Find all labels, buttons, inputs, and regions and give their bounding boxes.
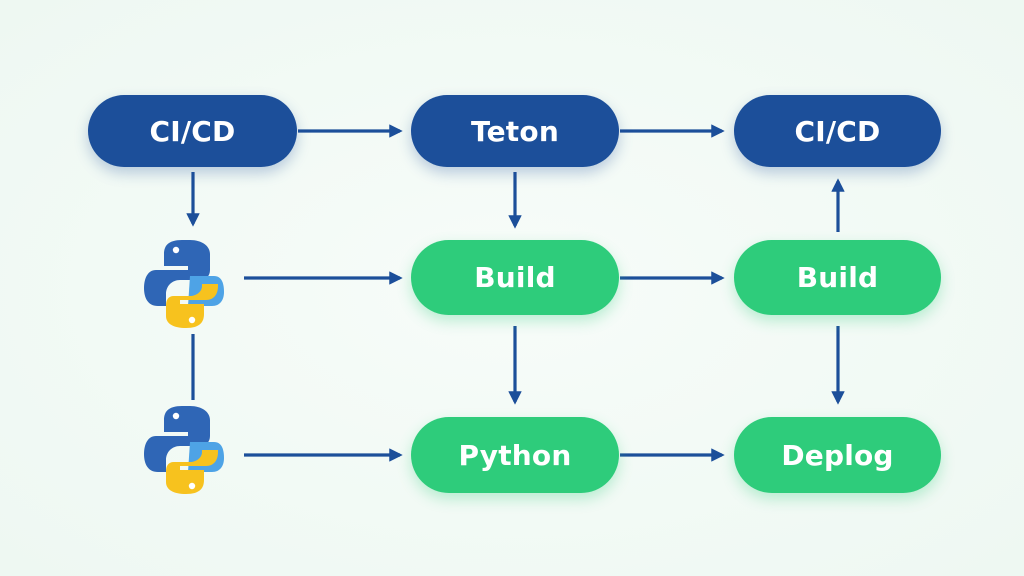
node-top-middle-label: Teton <box>471 114 559 148</box>
node-top-left-label: CI/CD <box>149 114 236 148</box>
node-bottom-right[interactable]: Deplog <box>734 417 941 493</box>
node-top-left[interactable]: CI/CD <box>88 95 297 167</box>
node-bottom-right-label: Deplog <box>781 438 894 472</box>
node-mid-right-label: Build <box>796 261 879 294</box>
python-logo-icon[interactable] <box>144 236 224 332</box>
node-top-middle[interactable]: Teton <box>411 95 619 167</box>
node-bottom-middle[interactable]: Python <box>411 417 619 493</box>
node-mid-right[interactable]: Build <box>734 240 941 315</box>
python-logo-icon[interactable] <box>144 402 224 498</box>
node-bottom-middle-label: Python <box>458 438 572 472</box>
node-mid-middle[interactable]: Build <box>411 240 619 315</box>
node-top-right[interactable]: CI/CD <box>734 95 941 167</box>
node-top-right-label: CI/CD <box>794 114 881 148</box>
node-mid-middle-label: Build <box>474 261 556 294</box>
